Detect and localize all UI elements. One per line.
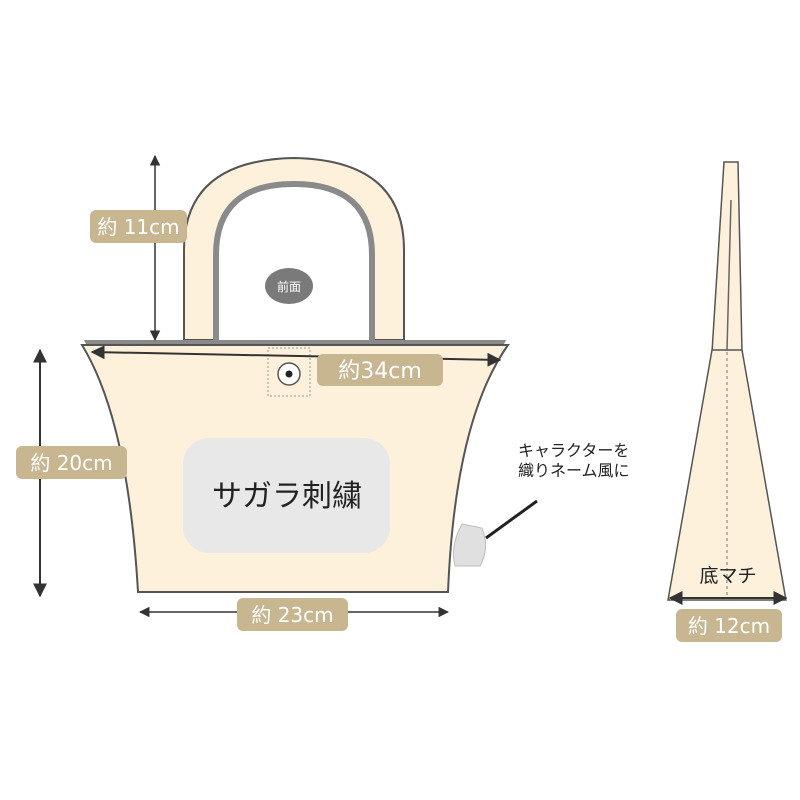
woven-tag-pointer — [485, 499, 538, 540]
top-width-label: 約34cm — [338, 359, 422, 384]
bag-side-view: 底マチ — [667, 161, 788, 605]
embroidery-label: サガラ刺繍 — [212, 479, 362, 514]
gusset-width-label: 約 12cm — [688, 614, 770, 638]
bottom-width-label: 約 23cm — [251, 603, 333, 627]
handle-height-label: 約 11cm — [97, 215, 179, 239]
embroidery-panel — [183, 438, 390, 553]
bag-height-label: 約 20cm — [30, 451, 112, 475]
front-badge-label: 前面 — [277, 279, 301, 294]
dimension-bag-height: 約 20cm — [16, 348, 127, 598]
dimension-top-width: 約34cm — [90, 345, 502, 386]
bag-front-view: 前面 サガラ刺繍 キャラクターを 織りネーム風に — [80, 156, 630, 593]
front-badge — [265, 268, 313, 304]
woven-tag-note-line2: 織りネーム風に — [518, 461, 630, 480]
woven-tag-note-line1: キャラクターを — [518, 441, 629, 460]
woven-name-tag — [453, 523, 486, 567]
gusset-label: 底マチ — [699, 565, 756, 587]
dimension-bottom-width: 約 23cm — [138, 598, 450, 631]
dimension-handle-height: 約 11cm — [90, 154, 187, 342]
dimension-gusset-width: 約 12cm — [676, 609, 782, 642]
